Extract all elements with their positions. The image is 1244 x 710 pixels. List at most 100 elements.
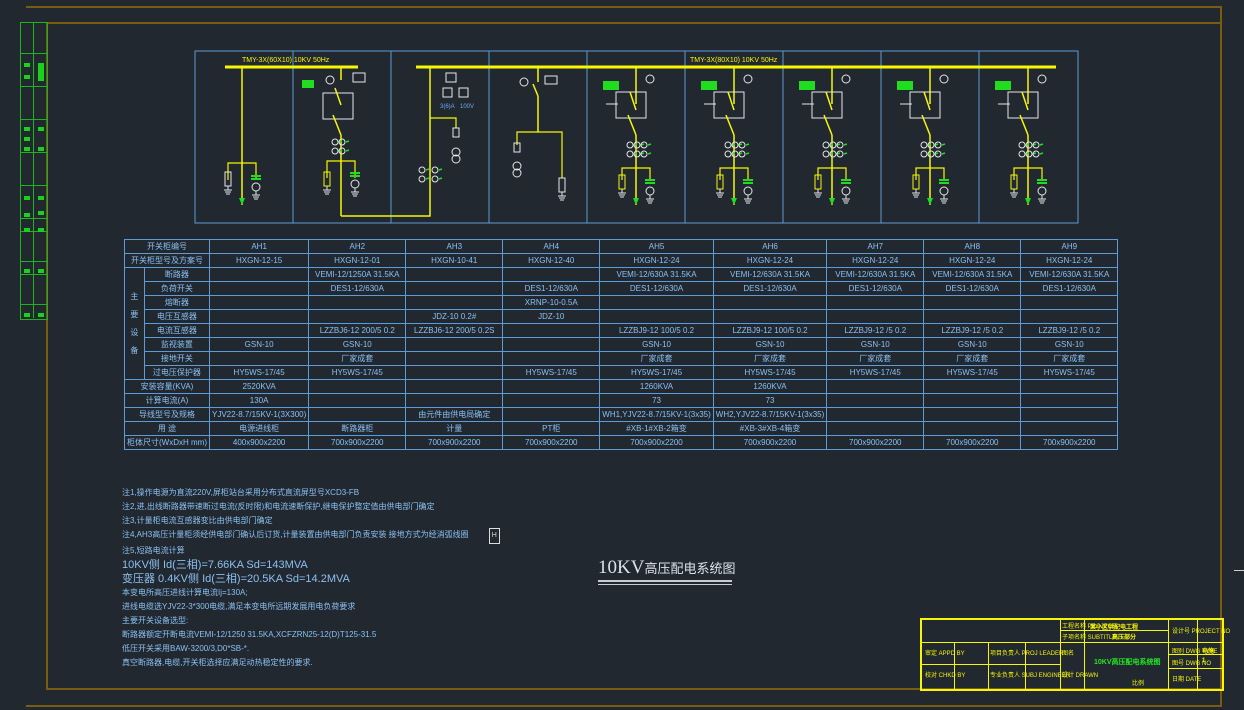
branch-line [915, 167, 945, 180]
ct-marker [425, 168, 430, 171]
row-label: 开关柜编号 [124, 239, 210, 254]
isolator-switch [921, 114, 931, 136]
relay-box-icon [995, 81, 1011, 90]
binding-strip-divider [33, 22, 34, 318]
equipment-cell: GSN-10 [712, 337, 828, 352]
summary-cell [826, 407, 925, 422]
pt-vt-label: 100V [460, 104, 474, 110]
title-block: 工程名称 PROJECT 某小区供配电工程 子项名称 SUBTITLE 高压部分… [920, 618, 1230, 691]
current-transformer-icon [920, 150, 928, 158]
summary-cell: 1260KVA [712, 379, 828, 394]
ct-marker [745, 143, 750, 146]
drawing-name-value: 10KV高压配电系统图 [1094, 659, 1161, 666]
isolator-switch [1019, 114, 1029, 136]
busbar-label-right: TMY-3X(80X10) 10KV 50Hz [690, 57, 778, 64]
current-transformer-icon [822, 141, 830, 149]
ct-marker [647, 152, 652, 155]
equipment-cell [208, 323, 310, 338]
row-label: 负荷开关 [143, 281, 210, 296]
current-transformer-icon [731, 150, 739, 158]
current-transformer-icon [338, 147, 346, 155]
summary-cell: PT柜 [502, 421, 601, 436]
current-transformer-icon [738, 150, 746, 158]
outgoing-arrow-icon [829, 198, 835, 205]
summary-cell: 700x900x2200 [599, 435, 714, 450]
breaker-enclosure [322, 92, 354, 120]
row-label: 计算电流(A) [124, 393, 210, 408]
equipment-cell: LZZBJ6-12 200/5 0.2 [308, 323, 407, 338]
outgoing-arrow-icon [927, 198, 933, 205]
row-label: 电压互感器 [143, 309, 210, 324]
summary-cell: 700x900x2200 [712, 435, 828, 450]
summary-cell [826, 421, 925, 436]
cabinet-id: AH5 [599, 239, 714, 254]
isolator-switch [627, 114, 637, 136]
equipment-cell [308, 309, 407, 324]
equipment-cell: GSN-10 [599, 337, 714, 352]
equipment-cell [826, 295, 925, 310]
summary-cell [405, 393, 504, 408]
relay-box-icon [897, 81, 913, 90]
voltage-transformer-icon [451, 154, 461, 164]
indicator-lamp-icon [841, 186, 851, 196]
drawing-title-cn: 高压配电系统图 [644, 561, 736, 576]
equipment-cell [308, 295, 407, 310]
current-transformer-icon [731, 141, 739, 149]
note-line: 真空断路器,电缆,开关柜选择应满足动热稳定性的要求. [122, 656, 500, 670]
equipment-cell: HY5WS-17/45 [308, 365, 407, 380]
current-transformer-icon [1032, 141, 1040, 149]
branch-line [621, 167, 651, 180]
current-transformer-icon [724, 141, 732, 149]
equipment-cell: HY5WS-17/45 [1020, 365, 1119, 380]
summary-cell: 1260KVA [599, 379, 714, 394]
equipment-cell [405, 267, 504, 282]
ct-marker [941, 152, 946, 155]
current-transformer-icon [640, 141, 648, 149]
breaker-switch [825, 91, 833, 111]
equipment-cell [405, 295, 504, 310]
equipment-cell: VEMI-12/630A 31.5KA [712, 267, 828, 282]
equipment-cell: LZZBJ9-12 /5 0.2 [826, 323, 925, 338]
note-text: 注4,AH3高压计量柜须经供电部门确认后订货,计量装置由供电部门负责安装 接地方… [122, 530, 469, 539]
summary-cell [502, 407, 601, 422]
breaker-enclosure [811, 91, 843, 119]
ct-marker [843, 143, 848, 146]
summary-cell [1020, 421, 1119, 436]
row-label: 用 途 [124, 421, 210, 436]
equipment-cell: XRNP-10-0.5A [502, 295, 601, 310]
relay-box-icon [799, 81, 815, 90]
equipment-cell [712, 309, 828, 324]
equipment-cell: JDZ-10 0.2# [405, 309, 504, 324]
equipment-cell: 厂家成套 [308, 351, 407, 366]
summary-cell [826, 379, 925, 394]
row-label: 柜体尺寸(WxDxH mm) [124, 435, 210, 450]
equipment-cell: HY5WS-17/45 [712, 365, 828, 380]
fuse-icon [513, 142, 521, 153]
summary-cell: 700x900x2200 [308, 435, 407, 450]
voltage-transformer-icon [512, 161, 522, 171]
indicator-lamp-icon [1037, 186, 1047, 196]
note-text: 10KV侧 Id(三相)=7.66KA Sd=143MVA [122, 559, 308, 571]
current-transformer-icon [626, 150, 634, 158]
summary-cell: YJV22-8.7/15KV-1(3X300) [208, 407, 310, 422]
summary-cell [923, 421, 1022, 436]
current-transformer-icon [1018, 141, 1026, 149]
scheme-cell: HXGN-12-24 [1020, 253, 1119, 268]
current-transformer-icon [1018, 150, 1026, 158]
outgoing-arrow-icon [1025, 198, 1031, 205]
equipment-cell [208, 267, 310, 282]
equipment-cell: VEMI-12/630A 31.5KA [826, 267, 925, 282]
equipment-cell: DES1-12/630A [1020, 281, 1119, 296]
current-transformer-icon [738, 141, 746, 149]
incoming-arrow-icon [239, 198, 245, 205]
ct-marker [745, 152, 750, 155]
pt-branch [430, 117, 457, 128]
current-transformer-icon [338, 138, 346, 146]
cabinet-id: AH6 [712, 239, 828, 254]
drawn-by-label: 设计 DRAWN [1062, 673, 1099, 679]
branch-line [1013, 167, 1043, 180]
note-line: 注4,AH3高压计量柜须经供电部门确认后订货,计量装置由供电部门负责安装 接地方… [122, 528, 500, 544]
